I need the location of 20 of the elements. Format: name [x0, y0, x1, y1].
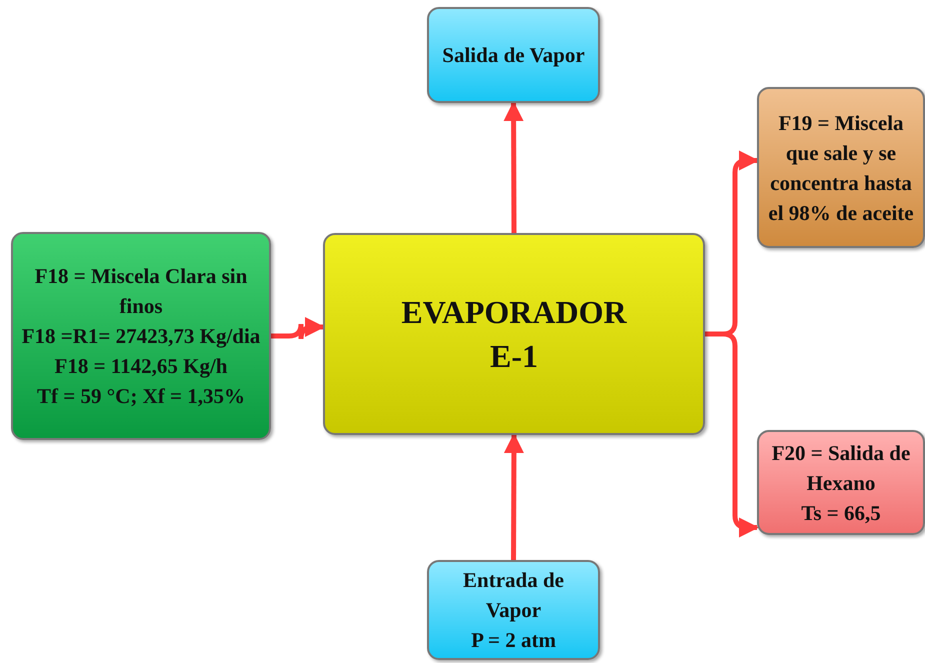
arrow [504, 101, 524, 233]
node-text: P = 2 atm [470, 627, 557, 654]
input-box [11, 232, 271, 440]
node-text: Tf = 59 °C; Xf = 1,35% [36, 383, 246, 410]
arrow [271, 317, 325, 342]
output-box [757, 87, 925, 248]
node-text: Salida de Vapor [441, 42, 586, 69]
output-box [757, 430, 925, 535]
node-text: Ts = 66,5 [800, 500, 882, 526]
input-box [427, 560, 600, 660]
node-text: F18 =R1= 27423,73 Kg/dia [20, 323, 262, 350]
node-text: F20 = Salida de Hexano [770, 440, 912, 496]
node-text: EVAPORADOR E-1 [400, 293, 628, 376]
evaporator-box [323, 233, 705, 435]
node-text: F19 = Miscela que sale y se concentra hasta el 98% de aceite [767, 110, 915, 226]
output-box [427, 7, 600, 103]
node-text: F18 = 1142,65 Kg/h [54, 353, 228, 380]
node-text: Entrada de Vapor [462, 567, 565, 624]
arrow [504, 433, 524, 560]
node-text: F18 = Miscela Clara sin finos [34, 263, 248, 320]
